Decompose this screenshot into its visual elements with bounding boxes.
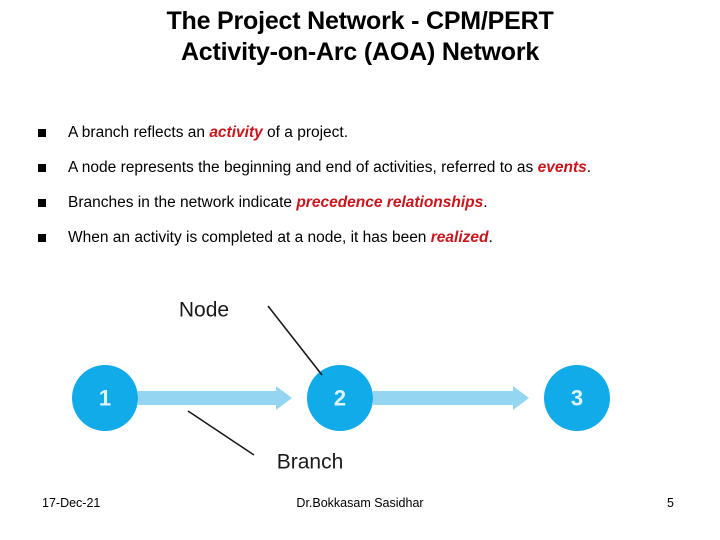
list-item-text: Branches in the network indicate precede… bbox=[68, 192, 688, 213]
bullet-0-part-2: of a project. bbox=[262, 124, 349, 141]
square-bullet-icon bbox=[38, 234, 46, 242]
bullet-3-part-2: . bbox=[488, 229, 493, 246]
bullet-0-emphasis: activity bbox=[209, 124, 263, 141]
node-3: 3 bbox=[544, 365, 610, 431]
node-1-label: 1 bbox=[99, 386, 111, 411]
square-bullet-icon bbox=[38, 129, 46, 137]
square-bullet-icon bbox=[38, 164, 46, 172]
page-title: The Project Network - CPM/PERT Activity-… bbox=[0, 6, 720, 68]
aoa-network-diagram: 1 2 3 Node Branch bbox=[0, 278, 720, 478]
list-item-text: When an activity is completed at a node,… bbox=[68, 227, 688, 248]
branch-1-2 bbox=[138, 386, 292, 410]
list-item: A branch reflects an activity of a proje… bbox=[38, 122, 688, 143]
bullet-2-emphasis: precedence relationships bbox=[296, 194, 484, 211]
list-item: Branches in the network indicate precede… bbox=[38, 192, 688, 213]
bullet-1-part-2: . bbox=[586, 159, 592, 176]
bullet-1-part-0: A node represents the beginning and end … bbox=[68, 159, 538, 176]
bullet-0-part-0: A branch reflects an bbox=[68, 124, 210, 141]
bullet-2-part-2: . bbox=[483, 194, 488, 211]
footer-date: 17-Dec-21 bbox=[42, 496, 101, 510]
bullet-3-part-0: When an activity is completed at a node,… bbox=[68, 229, 431, 246]
title-line-1: The Project Network - CPM/PERT bbox=[166, 7, 554, 35]
node-callout: Node bbox=[179, 299, 323, 376]
bullet-2-part-0: Branches in the network indicate bbox=[68, 194, 297, 211]
node-2-label: 2 bbox=[334, 386, 346, 411]
branch-2-3 bbox=[373, 386, 529, 410]
list-item-text: A node represents the beginning and end … bbox=[68, 157, 688, 178]
footer-page-number: 5 bbox=[667, 496, 674, 510]
footer-author: Dr.Bokkasam Sasidhar bbox=[296, 496, 424, 510]
node-2: 2 bbox=[307, 365, 373, 431]
list-item-text: A branch reflects an activity of a proje… bbox=[68, 122, 688, 143]
bullet-3-emphasis: realized bbox=[430, 229, 489, 246]
square-bullet-icon bbox=[38, 199, 46, 207]
node-callout-label: Node bbox=[179, 299, 229, 322]
node-3-label: 3 bbox=[571, 386, 583, 411]
list-item: A node represents the beginning and end … bbox=[38, 157, 688, 178]
branch-callout: Branch bbox=[187, 410, 344, 474]
branch-callout-label: Branch bbox=[277, 451, 344, 474]
slide-footer: 17-Dec-21 Dr.Bokkasam Sasidhar 5 bbox=[0, 496, 720, 516]
bullet-1-emphasis: events bbox=[537, 159, 587, 176]
list-item: When an activity is completed at a node,… bbox=[38, 227, 688, 248]
bullet-list: A branch reflects an activity of a proje… bbox=[38, 122, 688, 262]
title-line-2: Activity-on-Arc (AOA) Network bbox=[180, 38, 540, 66]
node-1: 1 bbox=[72, 365, 138, 431]
